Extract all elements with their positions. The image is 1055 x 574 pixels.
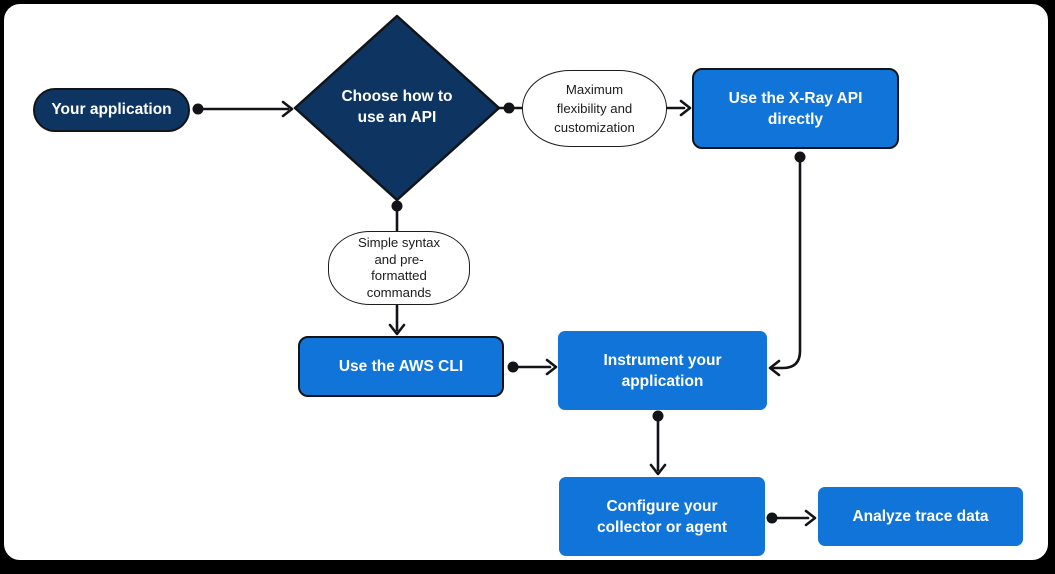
node-maximum-flexibility: Maximum flexibility and customization (522, 70, 667, 147)
node-maximum-flexibility-label: Maximum flexibility and customization (554, 82, 635, 135)
node-analyze-trace-data: Analyze trace data (818, 487, 1023, 546)
edge-decision-to-maxflex-dot (503, 102, 515, 114)
node-analyze-trace-data-label: Analyze trace data (852, 508, 989, 525)
node-simple-syntax: Simple syntax and pre- formatted command… (328, 231, 470, 305)
edge-instrument-to-configure-dot (652, 410, 664, 422)
edge-xray-to-instrument-dot (794, 151, 806, 163)
node-your-application: Your application (33, 88, 190, 132)
edge-simple-to-cli-arrowhead (388, 323, 406, 336)
node-configure-collector-label: Configure your collector or agent (596, 497, 728, 536)
node-use-aws-cli-label: Use the AWS CLI (338, 358, 464, 375)
node-use-aws-cli: Use the AWS CLI (298, 336, 504, 397)
edge-configure-to-analyze-arrowhead (804, 509, 817, 527)
node-instrument-application: Instrument your application (558, 331, 767, 410)
node-use-xray-api: Use the X-Ray API directly (692, 68, 899, 149)
node-configure-collector: Configure your collector or agent (559, 477, 765, 556)
node-choose-api-decision: Choose how to use an API (302, 79, 492, 135)
edge-decision-to-simple-dot (391, 200, 403, 212)
edge-app-to-decision-dot (192, 103, 204, 115)
node-your-application-label: Your application (51, 101, 172, 118)
edge-configure-to-analyze-dot (766, 512, 778, 524)
edge-app-to-decision-arrowhead (281, 100, 294, 118)
node-instrument-application-label: Instrument your application (603, 351, 722, 390)
node-simple-syntax-label: Simple syntax and pre- formatted command… (357, 235, 441, 300)
edge-xray-to-instrument-arrowhead (768, 359, 781, 377)
edge-maxflex-to-xray-arrowhead (679, 99, 692, 117)
edge-xray-to-instrument-line (771, 153, 802, 370)
edge-instrument-to-configure-arrowhead (649, 463, 667, 476)
node-use-xray-api-label: Use the X-Ray API directly (728, 89, 863, 128)
edge-cli-to-instrument-dot (507, 361, 519, 373)
node-choose-api-label: Choose how to use an API (341, 88, 453, 126)
edge-cli-to-instrument-arrowhead (545, 358, 558, 376)
